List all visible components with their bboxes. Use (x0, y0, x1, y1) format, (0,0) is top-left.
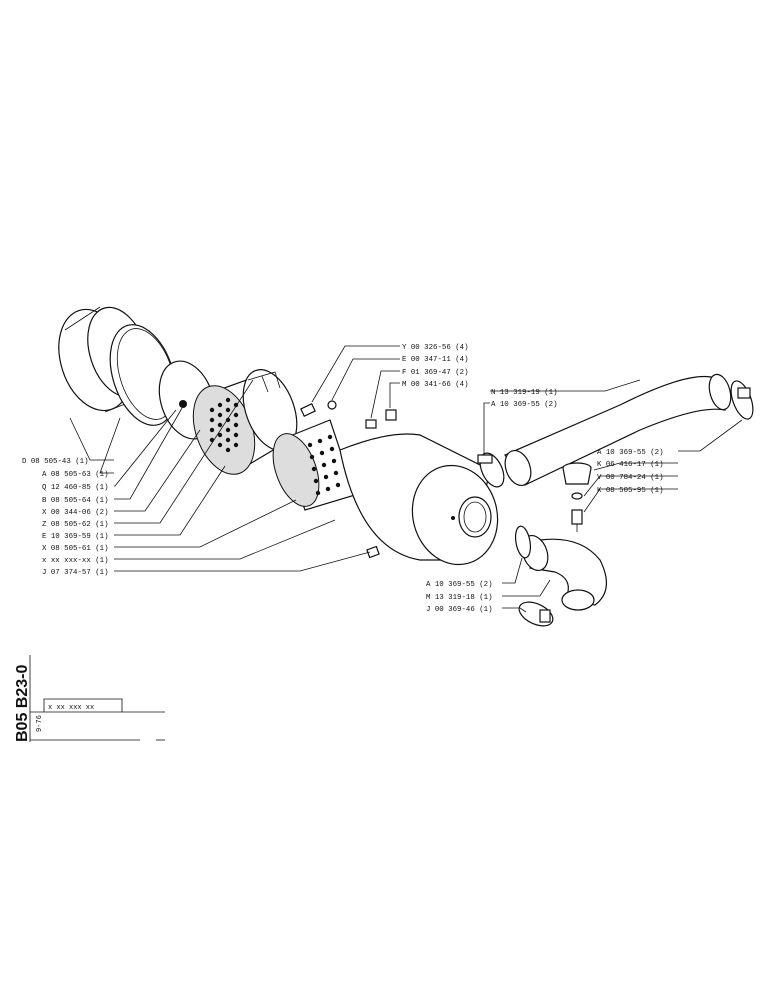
callout-label: M 13 319-18 (1) (426, 594, 493, 602)
housing-bolts (300, 400, 397, 429)
hose-clamp-lower-a (514, 525, 532, 559)
hose-clamp-lower-b (518, 601, 554, 627)
callout-label: Q 12 460-85 (1) (42, 484, 109, 492)
restriction-indicator (562, 462, 592, 532)
callout-label: J 00 369-46 (1) (426, 606, 493, 614)
callout-label: Z 08 505-62 (1) (42, 521, 109, 529)
drain-screw (366, 545, 380, 559)
air-filter-housing (339, 433, 499, 566)
callout-label: A 10 369-55 (2) (597, 449, 664, 457)
callouts-bottom: A 10 369-55 (2) M 13 319-18 (1) J 00 369… (426, 581, 493, 614)
callout-label: K 08 505-95 (1) (597, 487, 664, 495)
inner-filter-cartridge (272, 419, 356, 511)
title-block: B05 B23-0 x xx xxx xx 9-76 (14, 655, 165, 742)
callout-label: J 07 374-57 (1) (42, 569, 109, 577)
callouts-upper-right: N 13 319-19 (1) A 10 369-55 (2) (491, 389, 558, 409)
callout-label: K 06 416-17 (1) (597, 461, 664, 469)
callout-label: A 10 369-55 (2) (491, 401, 558, 409)
retaining-clip (247, 371, 281, 393)
callouts-left: D 08 505-43 (1) A 08 505-63 (1) Q 12 460… (22, 458, 109, 577)
callout-label: N 13 319-19 (1) (491, 389, 558, 397)
leader-lines (69, 345, 743, 613)
issue-date: 9-76 (36, 715, 44, 732)
revision-marks: x xx xxx xx (48, 704, 94, 712)
callout-label: X 00 344-06 (2) (42, 509, 109, 517)
callouts-top: Y 00 326-56 (4) E 00 347-11 (4) F 01 369… (402, 344, 469, 389)
callout-label: M 00 341-66 (4) (402, 381, 469, 389)
callout-label: X 08 505-61 (1) (42, 545, 109, 553)
callout-label: A 10 369-55 (2) (426, 581, 493, 589)
callout-label: B 08 505-64 (1) (42, 497, 109, 505)
hose-clamp-right (730, 380, 754, 420)
callout-label: F 01 369-47 (2) (402, 369, 469, 377)
callout-label: V 00 784-24 (1) (597, 474, 664, 482)
callout-label: E 10 369-59 (1) (42, 533, 109, 541)
callout-label: E 00 347-11 (4) (402, 356, 469, 364)
callout-label: D 08 505-43 (1) (22, 458, 89, 466)
outer-filter-cartridge (192, 369, 298, 475)
callout-label: A 08 505-63 (1) (42, 471, 109, 479)
callouts-right: A 10 369-55 (2) K 06 416-17 (1) V 00 784… (597, 449, 664, 495)
callout-label: Y 00 326-56 (4) (402, 344, 469, 352)
lower-elbow-hose (521, 534, 607, 611)
upper-intake-hose (504, 373, 732, 487)
callout-label: x xx xxx-xx (1) (42, 557, 109, 565)
page-code: B05 B23-0 (14, 665, 31, 742)
